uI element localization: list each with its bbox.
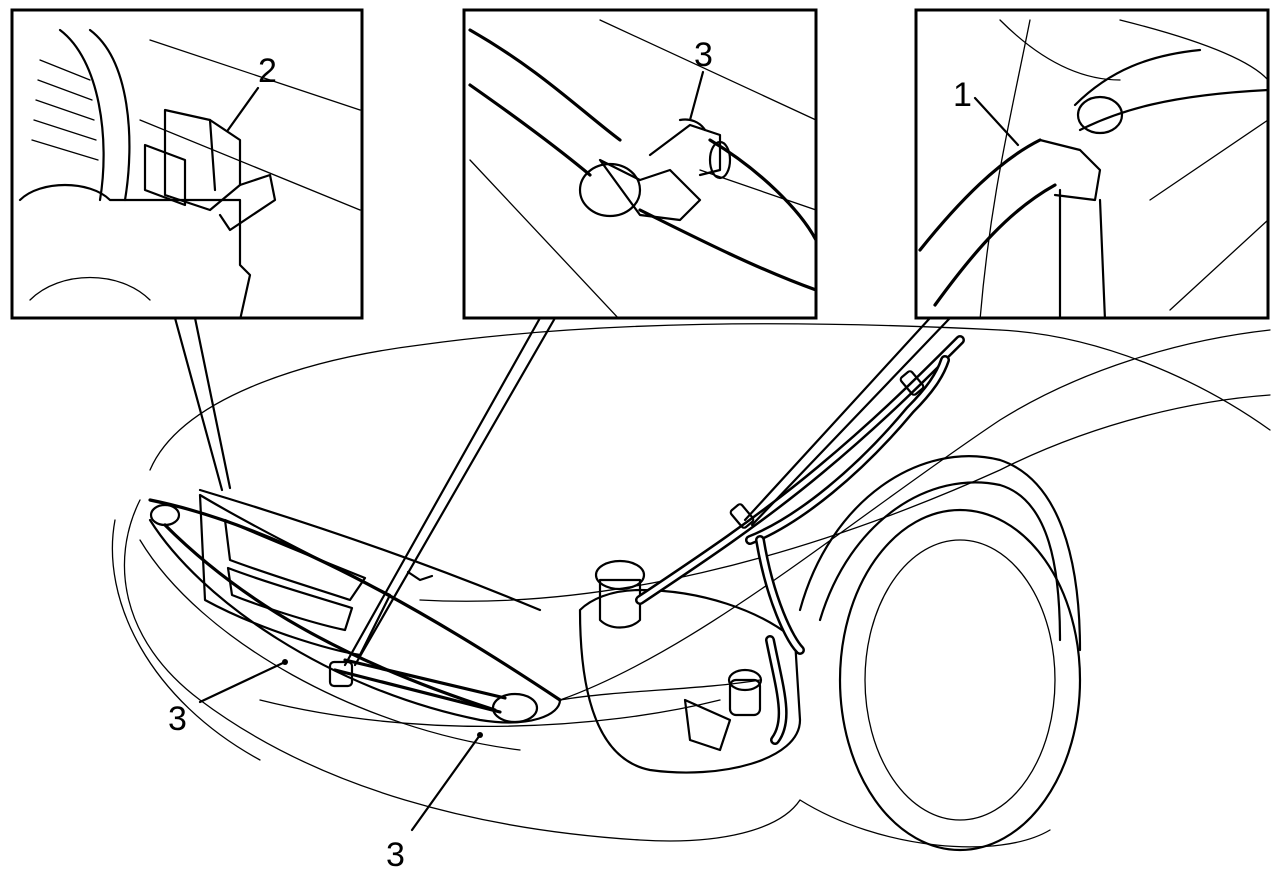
leader-lines xyxy=(173,316,952,667)
inset-clip-detail: 2 xyxy=(10,8,364,320)
callout-2: 2 xyxy=(258,52,277,90)
callout-3-left: 3 xyxy=(168,700,187,738)
callout-1: 1 xyxy=(953,76,972,114)
main-callouts: 3 3 xyxy=(168,659,483,872)
callout-3-bottom: 3 xyxy=(386,836,405,872)
inset-hose-connector-detail: 1 xyxy=(914,8,1270,320)
callout-3-inset: 3 xyxy=(694,36,713,74)
inset-hose-joint-detail: 3 xyxy=(462,8,818,320)
car-front-view xyxy=(111,323,1271,852)
